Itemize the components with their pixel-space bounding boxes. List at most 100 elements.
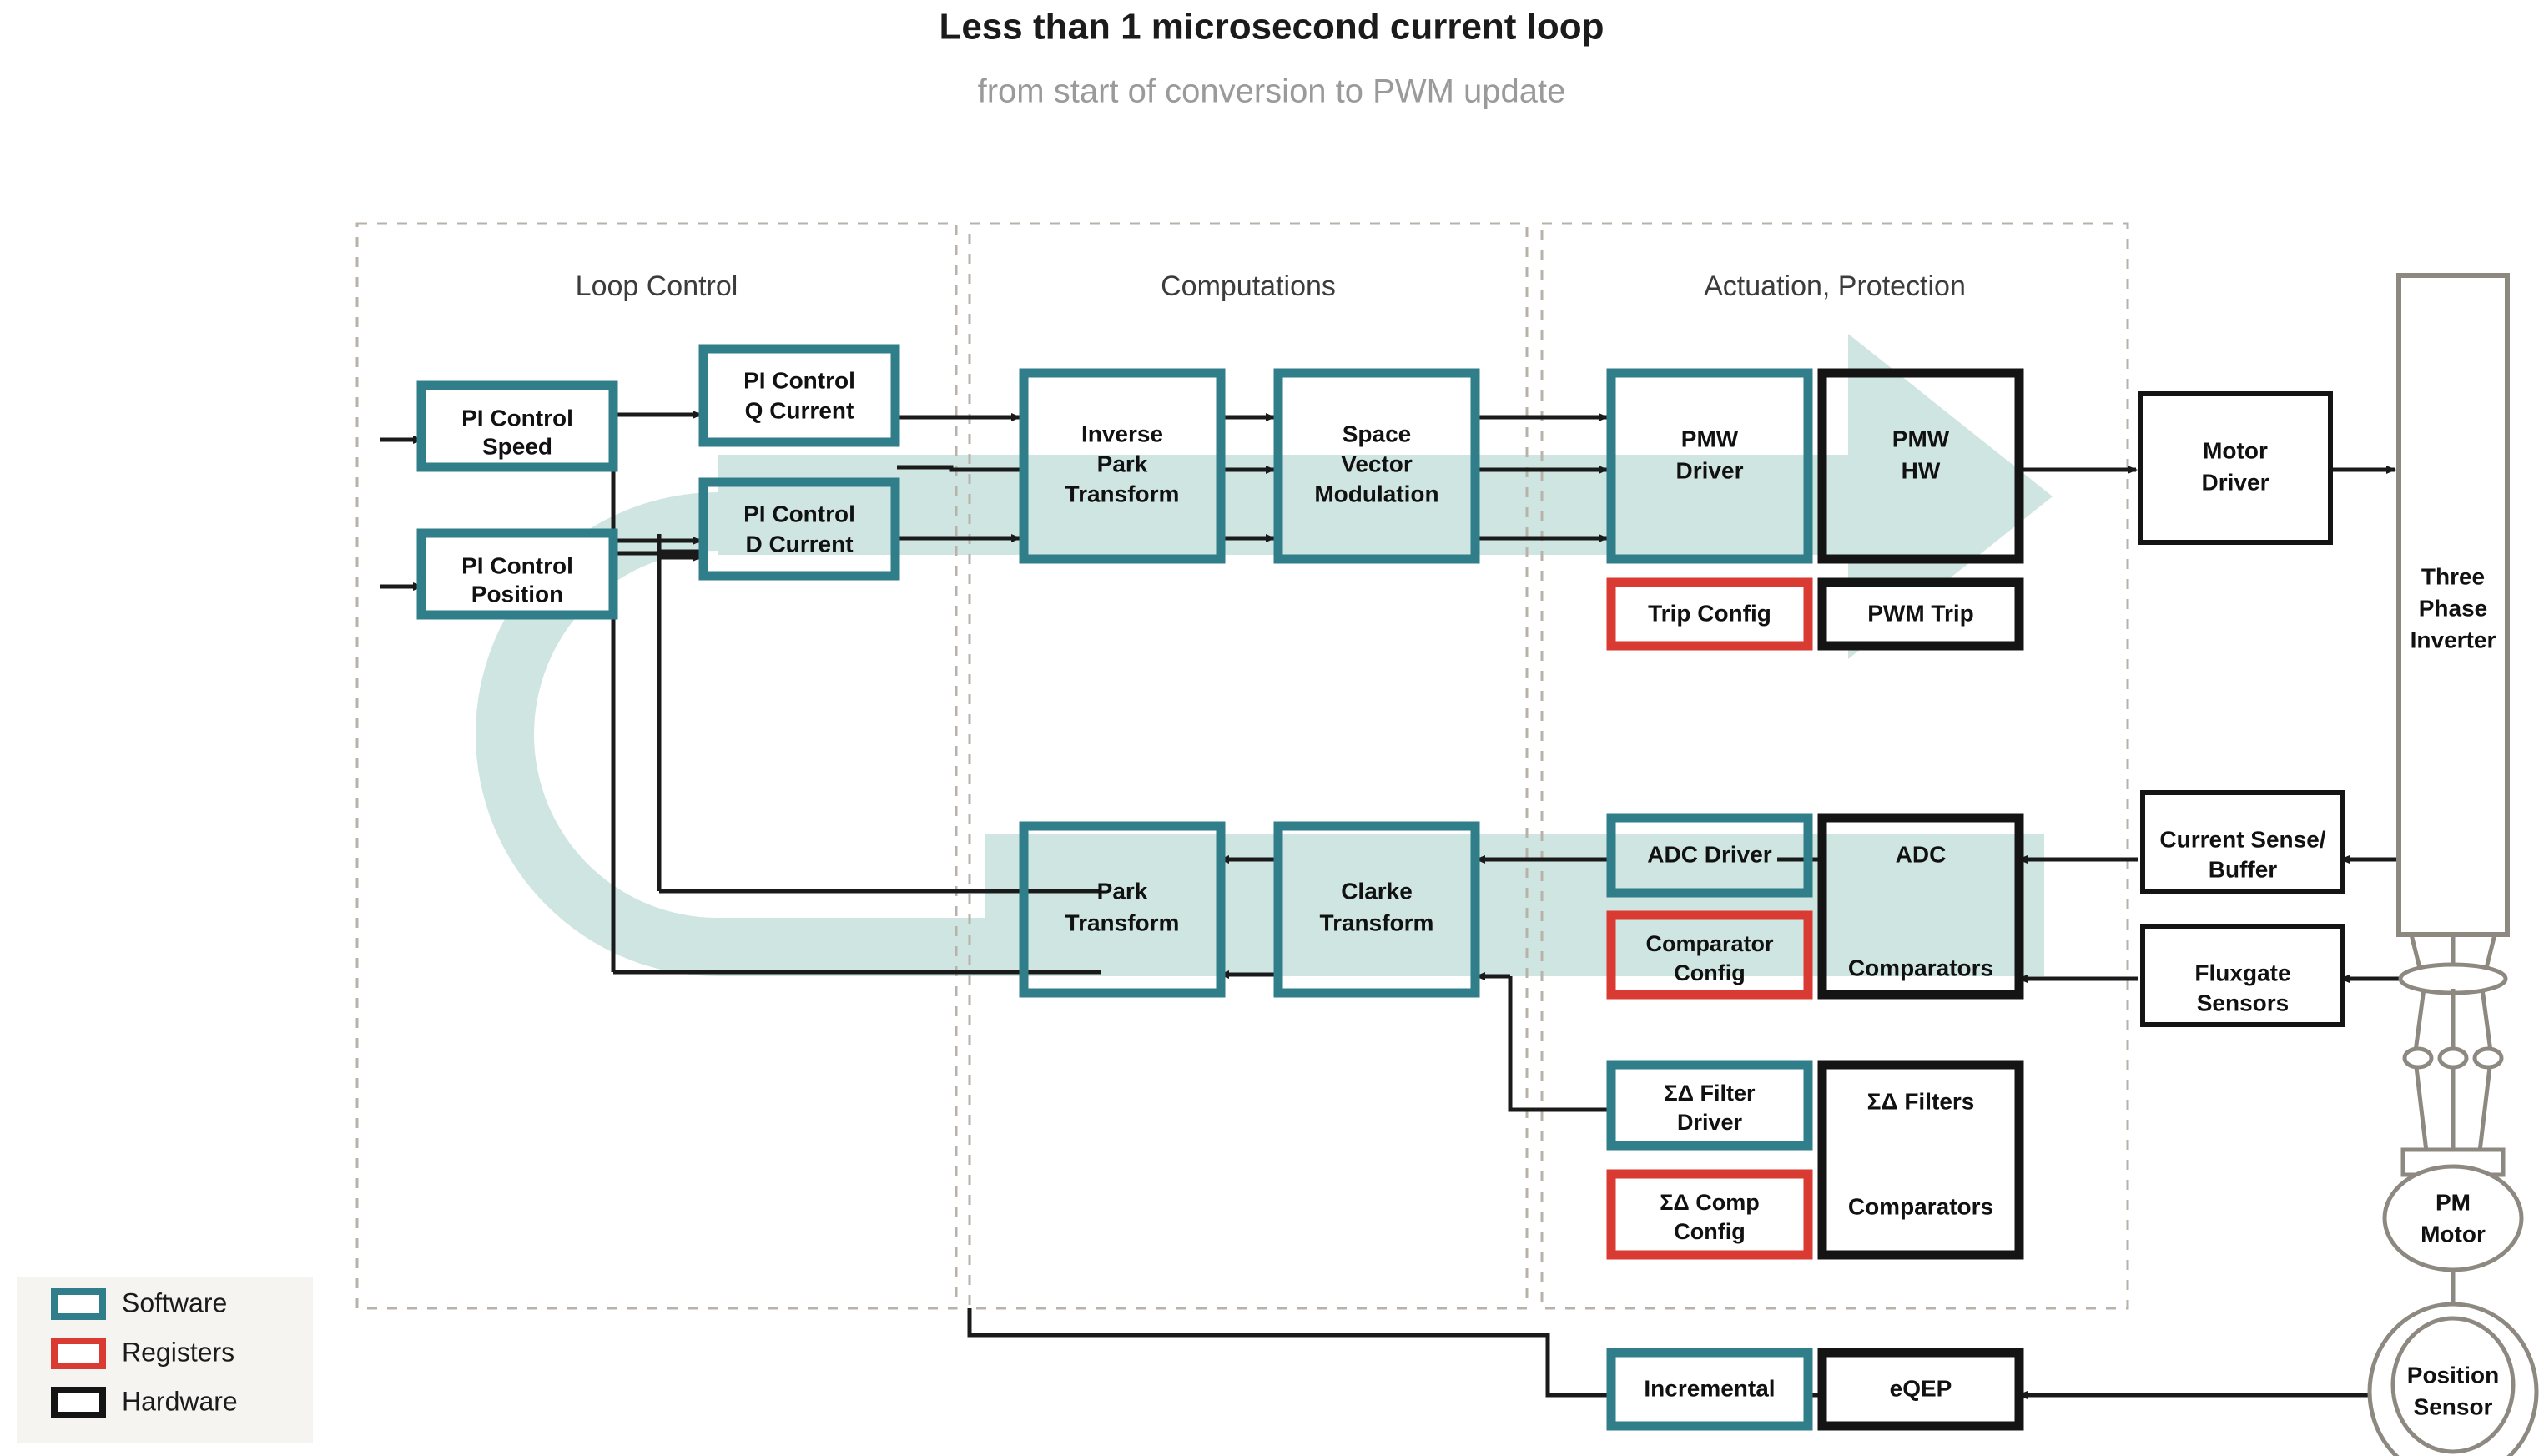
block-sd-filters-comparators[interactable]: ΣΔ Filters Comparators	[1817, 1060, 2024, 1260]
block-label-line1: ΣΔ Filters	[1867, 1088, 1975, 1114]
block-motor-driver[interactable]: Motor Driver	[2138, 391, 2333, 545]
legend-label-registers: Registers	[122, 1337, 234, 1367]
block-label-line1: Park	[1097, 878, 1148, 904]
block-label-line1: ADC Driver	[1647, 841, 1771, 867]
block-label-line1: Current Sense/	[2159, 826, 2325, 852]
block-pm-motor[interactable]: PM Motor	[2382, 1164, 2524, 1272]
group-label-actuation: Actuation, Protection	[1704, 270, 1966, 302]
block-fluxgate-sensors[interactable]: Fluxgate Sensors	[2140, 924, 2345, 1027]
block-label-line2: Comparators	[1848, 955, 1993, 980]
legend-swatch-hardware	[51, 1387, 106, 1418]
block-label-line1: PI Control	[461, 405, 573, 431]
block-pi-control-q-current[interactable]: PI Control Q Current	[698, 344, 900, 447]
group-box-actuation	[1540, 222, 2129, 1310]
shunt-icon-2	[2437, 1046, 2469, 1070]
block-label-line2: HW	[1902, 457, 1941, 483]
block-label-line1: PM	[2436, 1189, 2471, 1215]
phase-lead-1c	[2414, 1066, 2429, 1152]
block-label-line1: Incremental	[1644, 1375, 1775, 1401]
block-label-line3: Transform	[1065, 481, 1180, 506]
block-label-line1: Space	[1343, 421, 1412, 446]
block-label-line1: Clarke	[1341, 878, 1413, 904]
phase-lead-3c	[2477, 1066, 2492, 1152]
block-label-line2: Position	[471, 581, 563, 607]
block-position-sensor[interactable]: Position Sensor	[2367, 1302, 2539, 1456]
block-label-line2: Config	[1674, 1219, 1745, 1244]
block-trip-config[interactable]: Trip Config	[1606, 577, 1813, 651]
block-label-line2: Driver	[1676, 457, 1744, 483]
block-pi-control-position[interactable]: PI Control Position	[416, 528, 618, 620]
page-title: Less than 1 microsecond current loop	[939, 7, 1604, 48]
legend-label-software: Software	[122, 1287, 227, 1317]
block-label-line1: Three	[2421, 563, 2485, 589]
legend-item-software: Software	[51, 1287, 227, 1320]
connector-lower-to-d	[657, 553, 703, 891]
page-subtitle: from start of conversion to PWM update	[978, 73, 1566, 110]
block-pi-control-speed[interactable]: PI Control Speed	[416, 380, 618, 472]
group-label-computations: Computations	[1161, 270, 1336, 302]
group-label-loop-control: Loop Control	[576, 270, 738, 302]
group-containers: Loop Control Computations Actuation, Pro…	[355, 222, 2129, 1310]
connector-sdfilter-up	[1508, 976, 1607, 1112]
block-label-line2: Sensors	[2197, 990, 2290, 1015]
block-incremental[interactable]: Incremental	[1606, 1348, 1813, 1431]
block-label-line1: PI Control	[743, 501, 855, 526]
legend-item-registers: Registers	[51, 1337, 234, 1369]
phase-lead-1b	[2413, 988, 2426, 1052]
block-label-line1: PMW	[1681, 426, 1739, 451]
block-pi-control-d-current[interactable]: PI Control D Current	[698, 477, 900, 581]
block-label-line2: D Current	[745, 531, 853, 557]
block-label-line2: Config	[1674, 960, 1745, 985]
block-label-line1: Position	[2407, 1362, 2499, 1388]
block-label-line1: eQEP	[1890, 1375, 1952, 1401]
block-sd-filter-driver[interactable]: ΣΔ Filter Driver	[1606, 1060, 1813, 1151]
block-label-line1: PI Control	[461, 552, 573, 578]
connector-helper-a	[657, 534, 701, 554]
critical-path-highlight	[476, 334, 2053, 976]
block-label-line1: PWM Trip	[1867, 600, 1974, 626]
block-label-line1: Trip Config	[1648, 600, 1771, 626]
legend-swatch-registers	[51, 1338, 106, 1369]
block-comparator-config[interactable]: Comparator Config	[1606, 910, 1813, 1000]
connector-incremental-feed	[967, 1308, 1607, 1398]
block-clarke-transform[interactable]: Clarke Transform	[1273, 821, 1480, 998]
block-pmw-hw[interactable]: PMW HW	[1817, 368, 2024, 564]
legend-label-hardware: Hardware	[122, 1386, 238, 1416]
block-label-line1: PI Control	[743, 367, 855, 393]
block-inverse-park-transform[interactable]: Inverse Park Transform	[1019, 368, 1226, 564]
shunt-icon-3	[2472, 1046, 2504, 1070]
block-label-line1: Inverse	[1081, 421, 1163, 446]
block-label-line2: Comparators	[1848, 1193, 1993, 1219]
group-box-computations	[968, 222, 1529, 1310]
block-label-line2: Motor	[2421, 1221, 2486, 1247]
block-label-line2: Driver	[1677, 1110, 1743, 1135]
block-label-line2: Transform	[1320, 909, 1434, 935]
motor-assembly	[2398, 934, 2508, 1177]
block-label-line2: Sensor	[2414, 1393, 2493, 1419]
block-label-line1: Fluxgate	[2194, 960, 2290, 985]
fluxgate-ring-icon	[2398, 962, 2508, 995]
block-space-vector-modulation[interactable]: Space Vector Modulation	[1273, 368, 1480, 564]
block-label-line2: Transform	[1065, 909, 1180, 935]
block-label-line2: Driver	[2202, 469, 2269, 495]
block-park-transform[interactable]: Park Transform	[1019, 821, 1226, 998]
block-label-line3: Inverter	[2411, 627, 2496, 652]
block-eqep[interactable]: eQEP	[1817, 1348, 2024, 1431]
block-pmw-driver[interactable]: PMW Driver	[1606, 368, 1813, 564]
block-label-line1: Comparator	[1645, 931, 1774, 956]
legend: Software Registers Hardware	[17, 1277, 313, 1443]
block-sd-comp-config[interactable]: ΣΔ Comp Config	[1606, 1169, 1813, 1260]
block-adc-driver[interactable]: ADC Driver	[1606, 813, 1813, 898]
block-three-phase-inverter[interactable]: Three Phase Inverter	[2396, 273, 2510, 937]
block-label-line1: Motor	[2203, 437, 2268, 463]
block-pwm-trip[interactable]: PWM Trip	[1817, 577, 2024, 651]
block-current-sense-buffer[interactable]: Current Sense/ Buffer	[2140, 790, 2345, 894]
block-label-line2: Q Current	[745, 397, 854, 423]
block-label-line1: ADC	[1896, 841, 1947, 867]
group-box-loop-control	[355, 222, 958, 1310]
block-adc-comparators[interactable]: ADC Comparators	[1817, 813, 2024, 1000]
legend-item-hardware: Hardware	[51, 1386, 238, 1418]
block-label-line1: ΣΔ Filter	[1664, 1081, 1756, 1106]
block-label-line1: ΣΔ Comp	[1660, 1190, 1760, 1215]
phase-lead-3b	[2480, 988, 2493, 1052]
